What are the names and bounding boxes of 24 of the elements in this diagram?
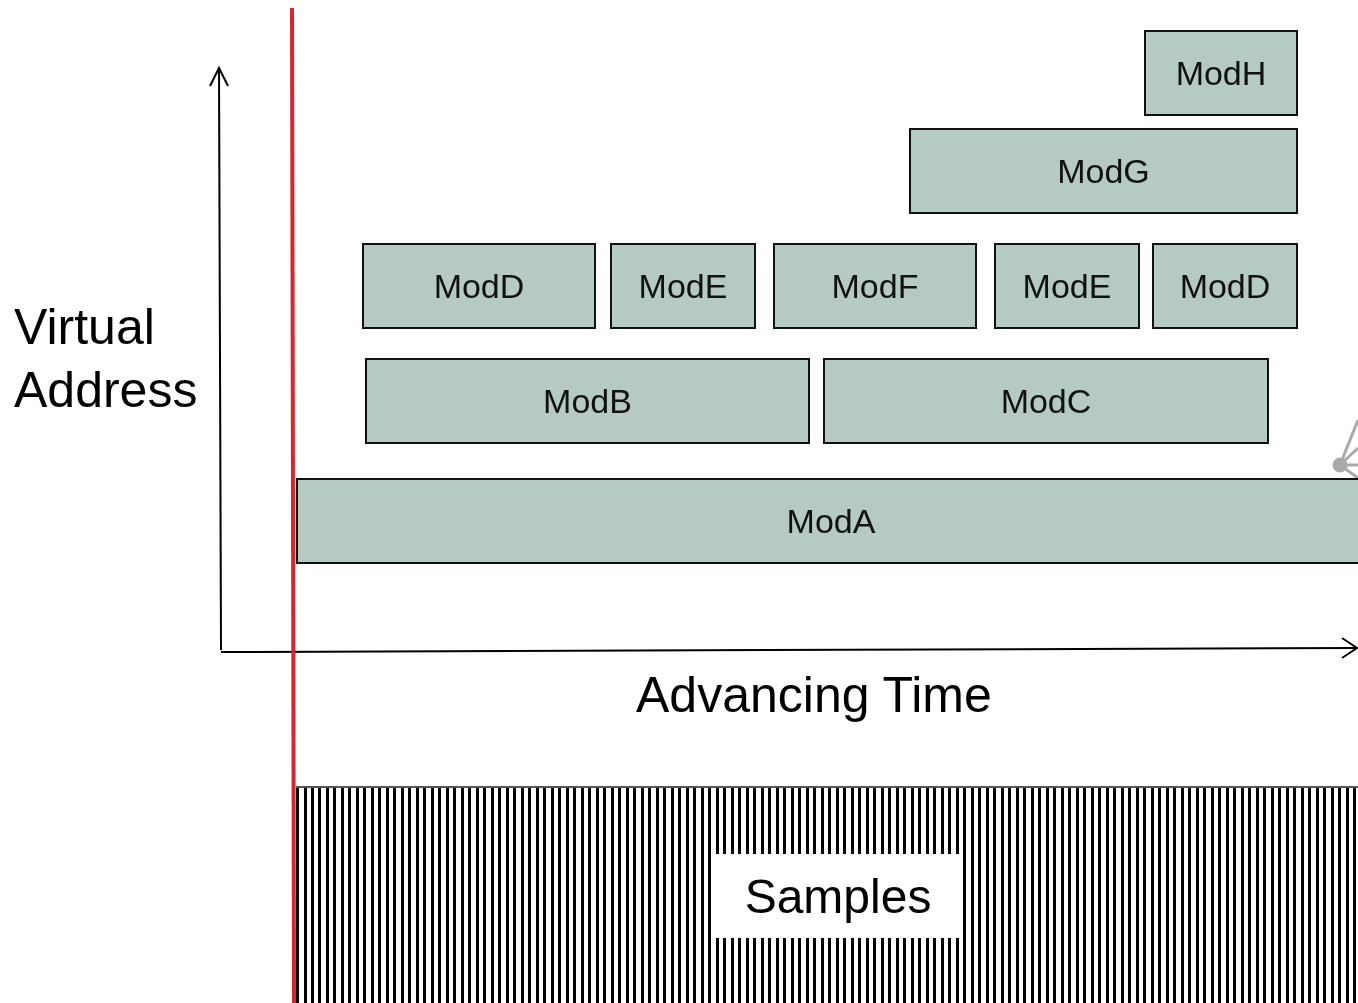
axis-label: Advancing Time [636, 666, 993, 725]
band-label: Samples [716, 854, 960, 938]
module-box [610, 243, 756, 329]
module-label: ModG [1057, 151, 1150, 191]
module-box [994, 243, 1140, 329]
module-box [296, 478, 1358, 564]
module-label: ModB [543, 381, 632, 421]
module-box [909, 128, 1298, 214]
module-label: ModE [1022, 266, 1112, 306]
module-label: ModD [433, 266, 525, 306]
module-box [773, 243, 977, 329]
module-box [1144, 30, 1298, 116]
module-label: ModH [1175, 53, 1267, 93]
module-label: ModA [786, 501, 876, 541]
module-box [365, 358, 810, 444]
samples-band [296, 786, 1358, 1003]
axis-label: Virtual Address [14, 298, 199, 420]
module-box [1152, 243, 1298, 329]
module-box [823, 358, 1269, 444]
module-label: ModD [1179, 266, 1271, 306]
module-label: ModC [1000, 381, 1092, 421]
module-label: ModF [831, 266, 919, 306]
module-label: ModE [638, 266, 728, 306]
module-box [362, 243, 596, 329]
